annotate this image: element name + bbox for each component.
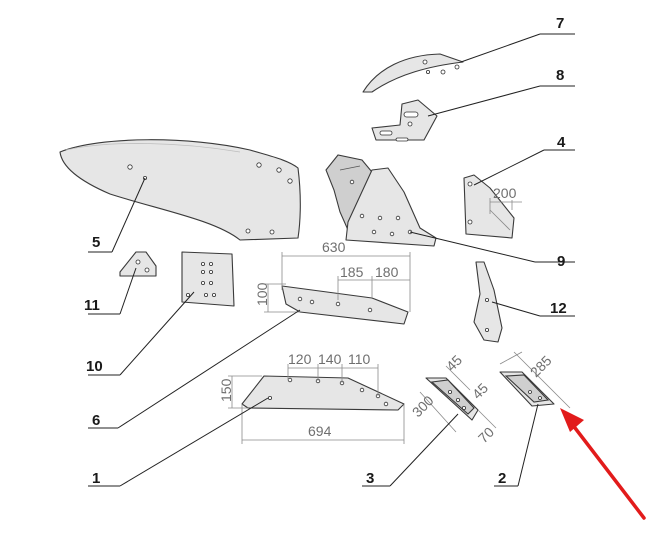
callout-10: 10	[86, 358, 103, 375]
part-5	[59, 139, 301, 241]
part-3	[425, 377, 479, 421]
part-4	[463, 174, 515, 239]
dim-45-side: 45	[469, 380, 491, 402]
dim-140: 140	[318, 351, 342, 367]
part-9	[325, 154, 437, 247]
dim-70: 70	[475, 424, 497, 446]
part-11	[119, 251, 157, 277]
part-8	[371, 99, 438, 142]
part-1	[241, 375, 405, 411]
callout-1: 1	[92, 470, 100, 487]
dim-185: 185	[340, 264, 364, 280]
part-6	[281, 285, 409, 325]
callout-11: 11	[84, 297, 100, 314]
dim-694: 694	[308, 423, 332, 439]
dim-200: 200	[493, 185, 517, 201]
dim-45-top: 45	[443, 352, 465, 374]
part-7	[362, 53, 464, 93]
dim-100: 100	[254, 282, 270, 306]
dim-630: 630	[322, 239, 346, 255]
callout-4: 4	[557, 134, 566, 151]
dim-180: 180	[375, 264, 399, 280]
part-12	[473, 261, 503, 343]
part-2	[499, 371, 555, 407]
callout-2: 2	[498, 470, 506, 487]
callout-7: 7	[556, 15, 564, 32]
callout-3: 3	[366, 470, 374, 487]
callout-5: 5	[92, 234, 100, 251]
dim-120: 120	[288, 351, 312, 367]
callout-12: 12	[550, 300, 567, 317]
dim-300: 300	[409, 392, 437, 420]
red-arrow-icon	[560, 408, 646, 520]
part-10	[181, 251, 235, 307]
dim-150: 150	[218, 378, 234, 402]
callout-9: 9	[557, 253, 565, 270]
callout-8: 8	[556, 67, 564, 84]
dim-285: 285	[527, 352, 555, 380]
dim-110: 110	[348, 351, 371, 367]
callout-6: 6	[92, 412, 100, 429]
